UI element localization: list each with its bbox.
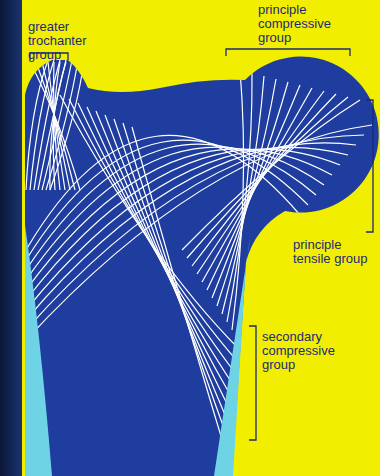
trabecula	[46, 60, 78, 190]
trabecula	[26, 140, 308, 260]
trabecula	[50, 60, 84, 190]
trabecula	[26, 149, 340, 300]
trabecula	[132, 127, 224, 446]
trabecula	[78, 103, 236, 374]
trabecula	[222, 76, 264, 314]
trabecula	[182, 100, 360, 250]
trabecula	[50, 62, 66, 190]
dark-strip	[0, 0, 22, 476]
group-label: principle compressive group	[258, 3, 358, 45]
trabecula	[187, 97, 348, 258]
trabecula	[26, 149, 332, 290]
bracket	[226, 49, 350, 56]
trabecula	[114, 119, 228, 422]
group-label: principle tensile group	[293, 238, 377, 266]
medial-cortex	[214, 238, 250, 476]
bracket	[366, 100, 373, 232]
group-label: secondary compressive group	[262, 330, 362, 372]
trabecula	[87, 107, 234, 386]
group-label: greater trochanter group	[28, 20, 118, 62]
femur-bone	[25, 57, 379, 476]
lateral-cortex	[25, 225, 52, 476]
trabecula	[26, 125, 372, 340]
bracket	[249, 326, 256, 440]
trabecula	[26, 143, 356, 320]
